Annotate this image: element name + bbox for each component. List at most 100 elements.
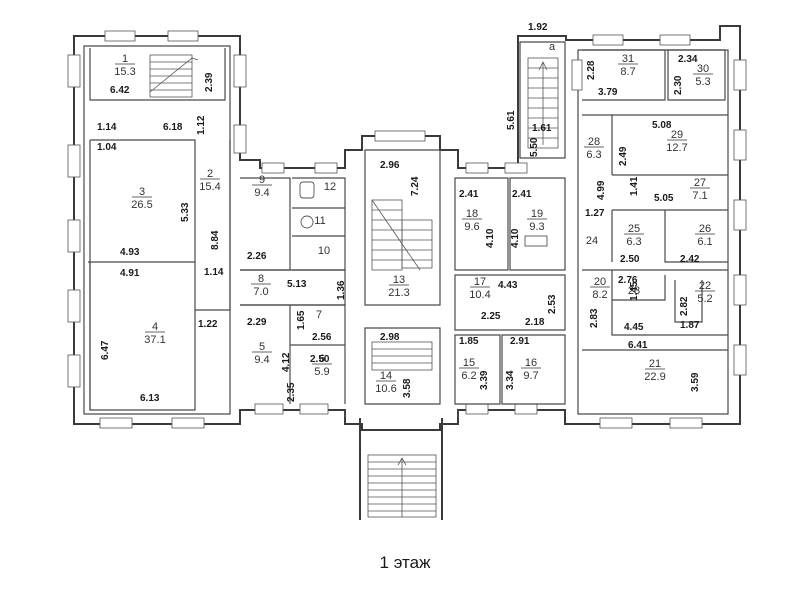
- room-number-4: 4: [152, 321, 158, 333]
- dimension-label: 2.82: [679, 296, 690, 316]
- room-area-16: 9.7: [523, 370, 538, 382]
- dimension-label: 1.12: [196, 115, 207, 135]
- room-number-20: 20: [594, 276, 606, 288]
- room-area-20: 8.2: [592, 289, 607, 301]
- dimension-label: 4.43: [498, 280, 518, 291]
- dimension-label: 5.08: [652, 120, 672, 131]
- dimension-label: 1.14: [97, 122, 117, 133]
- fixtures: [299, 181, 548, 247]
- dimension-label: 8.84: [210, 230, 221, 250]
- room-area-3: 26.5: [131, 199, 152, 211]
- room-area-14: 10.6: [375, 383, 396, 395]
- room-number-6: 6: [319, 353, 325, 365]
- stair-right-shaft: [527, 57, 559, 149]
- stair-central-upper: [371, 199, 433, 271]
- room-number-11: 11: [314, 215, 325, 227]
- room-number-5: 5: [259, 341, 265, 353]
- room-number-21: 21: [649, 358, 661, 370]
- room-area-30: 5.3: [695, 76, 710, 88]
- room-number-22: 22: [699, 280, 711, 292]
- dimension-label: 1.85: [459, 336, 479, 347]
- dimension-label: 6.41: [628, 340, 648, 351]
- dimension-label: 3.59: [690, 372, 701, 392]
- dimension-label: 1.92: [528, 22, 548, 33]
- dimension-label: 2.41: [459, 189, 479, 200]
- dimension-label: 6.42: [110, 85, 130, 96]
- room-number-12: 12: [324, 181, 336, 193]
- room-number-24: 24: [586, 235, 598, 247]
- dimension-label: 1.65: [296, 310, 307, 330]
- dimension-label: 1.36: [336, 280, 347, 300]
- room-number-23: 23: [628, 285, 640, 297]
- room-number-15: 15: [463, 357, 475, 369]
- room-number-30: 30: [697, 63, 709, 75]
- room-area-15: 6.2: [461, 370, 476, 382]
- dimension-label: 6.47: [100, 340, 111, 360]
- dimension-label: 2.34: [678, 54, 698, 65]
- room-area-27: 7.1: [692, 190, 707, 202]
- dimension-label: 2.49: [618, 146, 629, 166]
- room-number-14: 14: [380, 370, 392, 382]
- room-number-17: 17: [474, 276, 486, 288]
- room-number-2: 2: [207, 168, 213, 180]
- dimension-label: 1.22: [198, 319, 218, 330]
- room-number-31: 31: [622, 53, 634, 65]
- room-area-29: 12.7: [666, 142, 687, 154]
- dimension-label: 4.91: [120, 268, 140, 279]
- dimension-label: 1.27: [585, 208, 605, 219]
- stair-central-lower: [371, 341, 433, 371]
- dimension-label: 2.76: [618, 275, 638, 286]
- dimension-label: 5.05: [654, 193, 674, 204]
- dimension-label: 2.96: [380, 160, 400, 171]
- dimension-label: 3.58: [402, 378, 413, 398]
- dimension-label: 3.34: [505, 370, 516, 390]
- room-number-29: 29: [671, 129, 683, 141]
- room-number-19: 19: [531, 208, 543, 220]
- dimension-label: 2.18: [525, 317, 545, 328]
- dimension-label: 1.87: [680, 320, 700, 331]
- stair-entrance: [367, 454, 437, 518]
- dimension-label: 2.29: [247, 317, 267, 328]
- dimension-label: 6.18: [163, 122, 183, 133]
- dimension-label: 2.42: [680, 254, 700, 265]
- floor-title: 1 этаж: [380, 553, 432, 572]
- dimension-label: 3.39: [479, 370, 490, 390]
- room-area-19: 9.3: [529, 221, 544, 233]
- room-area-18: 9.6: [464, 221, 479, 233]
- room-area-9: 9.4: [254, 187, 269, 199]
- room-number-26: 26: [699, 223, 711, 235]
- dimension-label: 2.98: [380, 332, 400, 343]
- room-number-16: 16: [525, 357, 537, 369]
- dimension-label: 4.12: [281, 352, 292, 372]
- stairs: [149, 54, 559, 518]
- room-area-25: 6.3: [626, 236, 641, 248]
- room-number-8: 8: [258, 273, 264, 285]
- room-number-28: 28: [588, 136, 600, 148]
- room-area-22: 5.2: [697, 293, 712, 305]
- room-number-9: 9: [259, 174, 265, 186]
- dimension-label: 2.28: [586, 60, 597, 80]
- dimension-label: 2.35: [286, 382, 297, 402]
- dimension-label: 2.50: [310, 354, 330, 365]
- room-number-27: 27: [694, 177, 706, 189]
- dimension-label: 7.24: [410, 176, 421, 196]
- dimension-label: 4.99: [596, 180, 607, 200]
- toilet-icon: [299, 181, 315, 199]
- room-area-13: 21.3: [388, 287, 409, 299]
- room-area-1: 15.3: [114, 66, 135, 78]
- dimension-label: 2.83: [589, 308, 600, 328]
- room-number-18: 18: [466, 208, 478, 220]
- dimension-label: 2.53: [547, 294, 558, 314]
- dimension-label: 5.61: [506, 110, 517, 130]
- room-area-31: 8.7: [620, 66, 635, 78]
- room-area-2: 15.4: [199, 181, 220, 193]
- dimension-label: 2.56: [312, 332, 332, 343]
- room-number-25: 25: [628, 223, 640, 235]
- dimension-label: 1.45: [629, 281, 640, 301]
- room-area-17: 10.4: [469, 289, 490, 301]
- dimension-label: 2.91: [510, 336, 530, 347]
- door-marker: a: [549, 41, 556, 53]
- room-area-6: 5.9: [314, 366, 329, 378]
